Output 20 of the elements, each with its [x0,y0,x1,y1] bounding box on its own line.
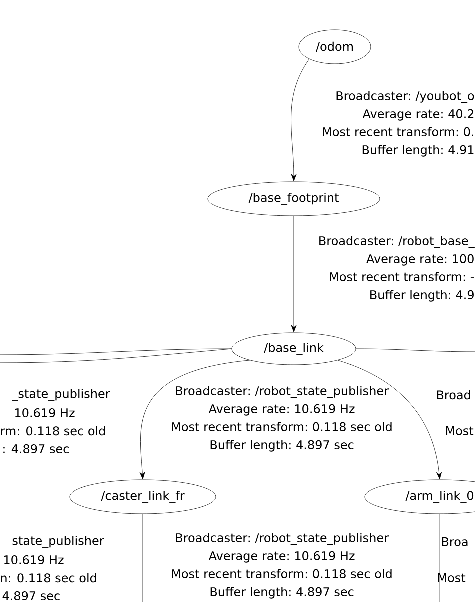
transform-text: state_publisher [12,536,104,548]
arrow [291,58,310,182]
transform-text: : 4.897 sec [4,444,69,454]
arrow [291,216,297,332]
edge-label: Broadcaster: /robot_state_publisher Average rate: 10.619 Hz Most recent transform: 0.118 sec old Buffer length: 4.897 sec [172,533,392,599]
transform-text: Most [446,426,474,436]
arrow [338,360,442,480]
transform-text: n: 0.118 sec old [1,573,96,583]
transform-text: rm: 0.118 sec old [1,426,106,436]
transform-text: 10.619 Hz [4,555,64,565]
transform-text: 10.619 Hz [16,408,75,418]
edge-label: Broadcaster: /robot_base_ Average rate: 100 Most recent transform: - Buffer length: 4.9 [320,236,475,302]
arrow [140,360,250,480]
edge-label: Broadcaster: /youbot_o Average rate: 40.2 Most recent transform: 0. Buffer length: 4.91 [323,91,474,157]
transform-text: Broa [442,538,468,546]
edge-label: Broadcaster: /robot_state_publisher Average rate: 10.619 Hz Most recent transform: 0.118 sec old Buffer length: 4.897 sec [172,386,392,452]
transform-text: 4.897 sec [2,591,60,601]
transform-text: Broad [437,390,470,400]
transform-text: Most [438,574,466,582]
transform-text: _state_publisher [12,389,110,401]
